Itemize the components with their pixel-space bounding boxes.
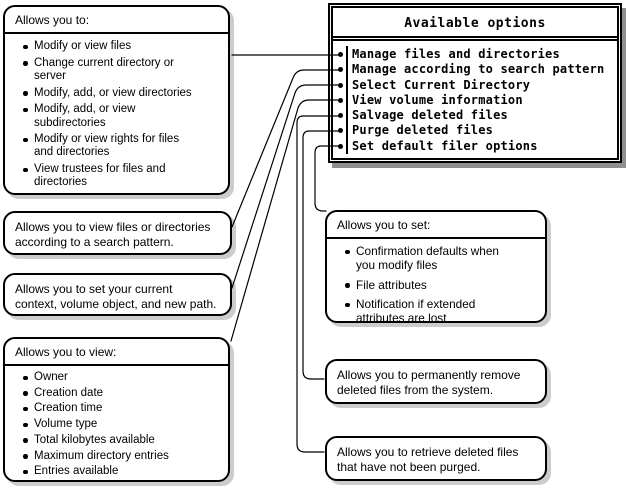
- callout-bullet-text: Entries available: [34, 465, 119, 478]
- callout-bullet-text: File attributes: [356, 277, 427, 292]
- callout-text: Allows you to view files or directories …: [15, 220, 211, 249]
- menu-selection-bar: [346, 46, 348, 154]
- callout-bullet: Modify, add, or view directories: [22, 87, 220, 100]
- menu-item-label: Manage files and directories: [352, 47, 560, 61]
- connector-dot-icon: [338, 82, 343, 88]
- menu-item-label: Salvage deleted files: [352, 108, 508, 123]
- callout-heading: Allows you to:: [5, 7, 228, 34]
- bullet-icon: [345, 302, 350, 308]
- callout-bullet: Confirmation defaults when you modify fi…: [344, 244, 537, 273]
- callout-bullet: Volume type: [22, 418, 220, 431]
- menu-item-set-defaults[interactable]: Set default filer options: [338, 138, 615, 154]
- callout-bullet-text: Creation date: [34, 386, 104, 399]
- callout-bullet-text: Change current directory or server: [34, 56, 174, 82]
- callout-bullet: File attributes: [344, 277, 537, 293]
- callout-bullet-text: Creation time: [34, 402, 103, 415]
- bullet-icon: [23, 469, 28, 475]
- callout-bullet-text: Notification if extended attributes are …: [356, 297, 476, 326]
- bullet-icon: [23, 137, 28, 143]
- callout-text: Allows you to permanently remove deleted…: [337, 368, 521, 397]
- bullet-icon: [23, 44, 28, 49]
- menu-item-label: Select Current Directory: [352, 77, 531, 92]
- callout-bullet-list: Confirmation defaults when you modify fi…: [327, 239, 545, 337]
- bullet-icon: [23, 391, 28, 396]
- menu-item-search-pattern[interactable]: Manage according to search pattern: [338, 62, 615, 77]
- menu-item-salvage[interactable]: Salvage deleted files: [338, 108, 615, 123]
- bullet-icon: [23, 375, 28, 380]
- callout-salvage: Allows you to retrieve deleted files tha…: [325, 436, 547, 481]
- connector-dot-icon: [338, 67, 343, 73]
- callout-bullet-text: Modify, add, or view directories: [34, 86, 192, 99]
- callout-volume-info: Allows you to view: Owner Creation date …: [3, 337, 230, 482]
- menu-title: Available options: [333, 8, 617, 41]
- bullet-icon: [23, 167, 28, 173]
- bullet-icon: [345, 249, 350, 254]
- menu-item-label: View volume information: [352, 92, 523, 107]
- callout-bullet-list: Owner Creation date Creation time Volume…: [5, 366, 228, 486]
- callout-purge: Allows you to permanently remove deleted…: [325, 359, 547, 404]
- callout-bullet-list: Modify or view files Change current dire…: [5, 34, 228, 198]
- menu-body: Manage files and directories Manage acco…: [333, 41, 617, 154]
- callout-bullet: Maximum directory entries: [22, 450, 220, 463]
- callout-bullet-text: View trustees for files and directories: [34, 163, 166, 189]
- bullet-icon: [23, 91, 28, 96]
- callout-bullet-text: Owner: [34, 371, 68, 383]
- connector-line-search-pattern: [231, 69, 340, 228]
- callout-bullet-text: Modify or view rights for files and dire…: [34, 133, 180, 159]
- menu-item-label: Manage according to search pattern: [352, 62, 605, 77]
- callout-bullet-text: Modify or view files: [34, 40, 132, 52]
- callout-bullet-text: Maximum directory entries: [34, 449, 169, 462]
- callout-bullet: Modify or view files: [22, 40, 220, 53]
- connector-line-current-directory: [231, 84, 340, 289]
- callout-bullet-text: Total kilobytes available: [34, 433, 155, 446]
- callout-text: Allows you to retrieve deleted files tha…: [337, 445, 519, 474]
- callout-search-pattern: Allows you to view files or directories …: [3, 211, 232, 255]
- callout-filer-defaults: Allows you to set: Confirmation defaults…: [325, 210, 547, 325]
- connector-dot-icon: [338, 143, 343, 149]
- connector-dot-icon: [338, 128, 343, 134]
- callout-bullet: View trustees for files and directories: [22, 163, 220, 189]
- bullet-icon: [345, 283, 350, 288]
- bullet-icon: [23, 61, 28, 66]
- callout-bullet-text: Confirmation defaults when you modify fi…: [356, 244, 499, 272]
- callout-bullet-text: Volume type: [34, 418, 98, 431]
- menu-item-label: Purge deleted files: [352, 123, 494, 138]
- callout-bullet: Total kilobytes available: [22, 434, 220, 447]
- callout-bullet: Notification if extended attributes are …: [344, 298, 537, 326]
- menu-item-list: Manage files and directories Manage acco…: [338, 47, 615, 154]
- available-options-menu: Available options Manage files and direc…: [328, 3, 622, 163]
- bullet-icon: [23, 406, 28, 412]
- connector-dot-icon: [338, 97, 343, 103]
- menu-item-label: Set default filer options: [352, 138, 538, 153]
- callout-bullet: Owner: [22, 371, 220, 384]
- connector-dot-icon: [338, 52, 343, 57]
- callout-current-directory: Allows you to set your current context, …: [3, 273, 232, 316]
- callout-text: Allows you to set your current context, …: [15, 282, 217, 311]
- callout-bullet-text: Modify, add, or view subdirectories: [34, 103, 136, 129]
- menu-item-purge[interactable]: Purge deleted files: [338, 123, 615, 138]
- connector-dot-icon: [338, 113, 343, 119]
- callout-bullet: Modify or view rights for files and dire…: [22, 133, 220, 159]
- callout-manage-files: Allows you to: Modify or view files Chan…: [3, 5, 230, 195]
- bullet-icon: [23, 422, 28, 428]
- bullet-icon: [23, 438, 28, 443]
- callout-heading: Allows you to set:: [327, 212, 545, 239]
- bullet-icon: [23, 107, 28, 113]
- callout-bullet: Modify, add, or view subdirectories: [22, 103, 220, 129]
- callout-bullet: Creation date: [22, 387, 220, 400]
- callout-bullet: Entries available: [22, 465, 220, 478]
- menu-item-volume-info[interactable]: View volume information: [338, 92, 615, 108]
- callout-bullet: Change current directory or server: [22, 57, 220, 83]
- callout-heading: Allows you to view:: [5, 339, 228, 366]
- menu-item-current-directory[interactable]: Select Current Directory: [338, 77, 615, 93]
- callout-bullet: Creation time: [22, 402, 220, 415]
- menu-item-manage-files[interactable]: Manage files and directories: [338, 47, 615, 62]
- connector-line-volume-info: [230, 99, 340, 342]
- bullet-icon: [23, 454, 28, 459]
